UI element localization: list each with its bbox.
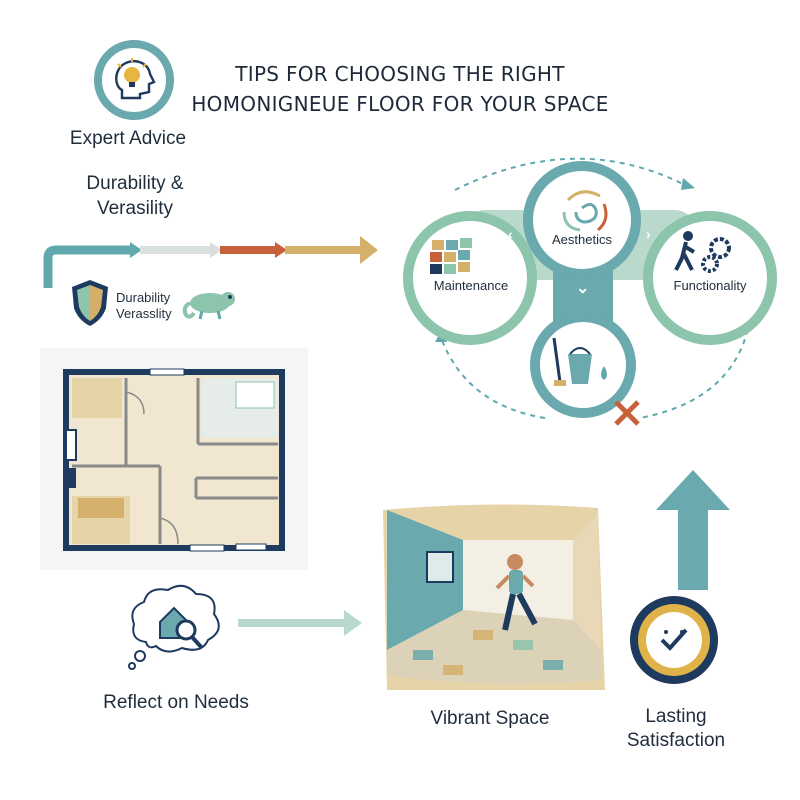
- walking-gears-icon: [674, 231, 731, 273]
- aesthetics-node: [523, 161, 641, 279]
- durability-badge-line-2: Verasslity: [116, 306, 172, 321]
- functionality-node: [643, 211, 777, 345]
- arrow-right-icon: [238, 610, 362, 636]
- title-line-2: HOMONIGNEUE FLOOR FOR YOUR SPACE: [191, 92, 609, 116]
- vibrant-label: Vibrant Space: [430, 708, 550, 729]
- chevron-down-icon: ⌄: [576, 280, 590, 297]
- title-line-1: TIPS FOR CHOOSING THE RIGHT: [235, 62, 565, 86]
- reflect-label: Reflect on Needs: [103, 692, 249, 713]
- durability-badge-line-1: Durability: [116, 290, 171, 305]
- shield-icon: [72, 280, 108, 326]
- expert-advice-label: Expert Advice: [69, 128, 187, 149]
- head-lightbulb-icon: [94, 40, 174, 120]
- tiles-icon: [430, 238, 472, 274]
- functionality-label: Functionality: [673, 278, 747, 293]
- close-icon: [614, 400, 640, 426]
- bucket-mop-icon: [552, 337, 607, 386]
- chevron-right-icon: ›: [646, 226, 651, 242]
- running-person-icon: [495, 554, 538, 631]
- durability-heading-line-1: Durability &: [86, 173, 184, 194]
- swirl-icon: [562, 190, 608, 232]
- vibrant-space-illustration: [383, 504, 605, 690]
- maintenance-node: [403, 211, 537, 345]
- lasting-line-2: Satisfaction: [626, 730, 726, 751]
- arrow-up-icon: [656, 470, 730, 590]
- durability-heading-line-2: Verasility: [96, 198, 174, 219]
- lasting-line-1: Lasting: [645, 706, 707, 727]
- chevron-left-icon: ‹: [508, 226, 513, 242]
- aesthetics-label: Aesthetics: [552, 232, 612, 247]
- house-magnifier-thought-icon: [128, 584, 220, 670]
- check-face-icon: [630, 596, 718, 684]
- maintenance-label: Maintenance: [433, 278, 509, 293]
- floor-plan: [40, 348, 308, 570]
- chameleon-icon: [182, 292, 235, 320]
- progress-arrow: [43, 236, 378, 288]
